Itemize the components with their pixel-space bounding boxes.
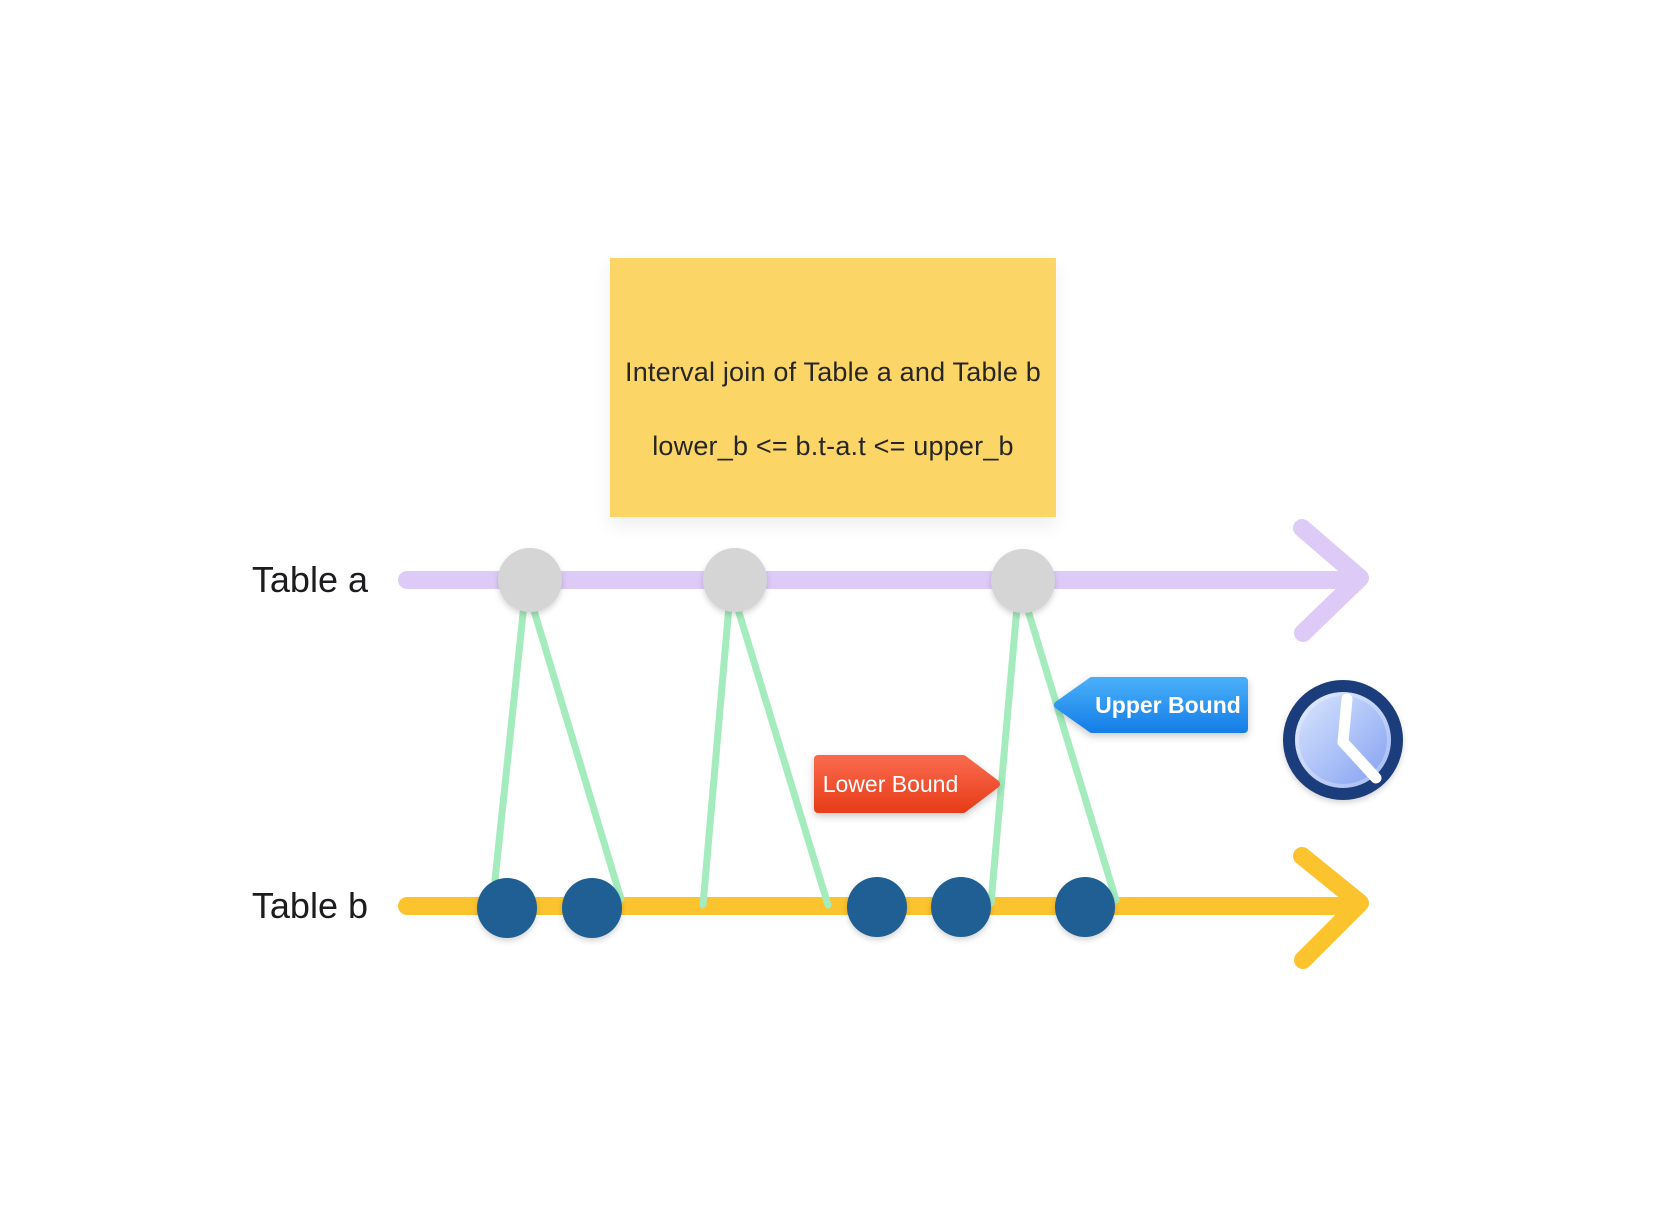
timeline-b-arrowhead-icon — [1293, 847, 1369, 969]
event-marker-b — [1055, 877, 1115, 937]
note-formula: lower_b <= b.t-a.t <= upper_b — [652, 431, 1014, 461]
note-title: Interval join of Table a and Table b — [625, 357, 1041, 387]
connector-line — [1023, 603, 1120, 904]
timeline-a-label: Table a — [251, 559, 368, 600]
timeline-a-event-markers — [498, 548, 1055, 613]
event-marker-b — [847, 877, 907, 937]
event-marker-a — [991, 549, 1055, 613]
event-marker-b — [931, 877, 991, 937]
connector-line — [699, 602, 733, 909]
note-box: Interval join of Table a and Table b low… — [610, 258, 1056, 517]
event-marker-b — [562, 878, 622, 938]
connector-line — [987, 603, 1021, 907]
upper-bound-badge — [1054, 677, 1248, 733]
clock-icon — [1283, 680, 1403, 800]
timeline-a-arrowhead-icon — [1293, 519, 1369, 642]
connector-line — [733, 602, 832, 909]
interval-connector-lines — [491, 600, 1120, 909]
event-marker-a — [703, 548, 767, 612]
connector-line — [528, 600, 625, 903]
upper-bound-label: Upper Bound — [1095, 691, 1241, 718]
lower-bound-badge — [814, 755, 1000, 813]
timeline-a-line — [398, 519, 1369, 642]
connector-line — [491, 600, 528, 884]
lower-bound-label: Lower Bound — [822, 770, 959, 797]
event-marker-b — [477, 878, 537, 938]
event-marker-a — [498, 548, 562, 612]
timeline-b-event-markers — [477, 877, 1115, 938]
timeline-b-label: Table b — [251, 885, 368, 926]
